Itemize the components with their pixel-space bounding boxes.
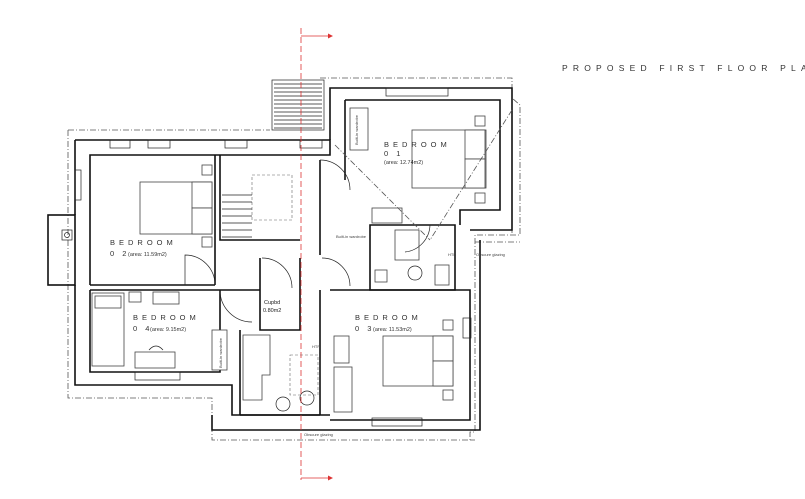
svg-text:0 3: 0 3 xyxy=(355,324,374,333)
room-label-bedroom-04: BEDROOM 0 4 (area: 9.15m2) xyxy=(133,313,200,333)
eaves-line-right xyxy=(320,77,520,243)
section-line xyxy=(300,28,333,481)
room-label-bedroom-02: BEDROOM 0 2 (area: 11.59m2) xyxy=(110,238,177,258)
svg-text:BEDROOM: BEDROOM xyxy=(110,238,177,247)
bed-bedroom-04 xyxy=(91,291,228,371)
bed-bedroom-01 xyxy=(349,107,487,224)
svg-text:Cupbd: Cupbd xyxy=(264,300,280,306)
htr-label: HTR xyxy=(448,252,456,257)
internal-stair xyxy=(222,174,293,238)
svg-text:(area: 11.59m2): (area: 11.59m2) xyxy=(128,252,167,258)
doors xyxy=(184,159,431,323)
svg-text:0.80m2: 0.80m2 xyxy=(263,308,281,314)
roof-hip-lines xyxy=(334,109,513,241)
htr-label-landing: HTR xyxy=(312,344,320,349)
svg-text:0 2: 0 2 xyxy=(110,249,129,258)
bed-bedroom-02 xyxy=(139,164,213,248)
svg-text:BEDROOM: BEDROOM xyxy=(384,140,451,149)
svg-text:BEDROOM: BEDROOM xyxy=(133,313,200,322)
bathroom-fixtures xyxy=(242,229,450,412)
windows xyxy=(74,87,472,427)
bed-bedroom-03 xyxy=(333,319,454,413)
svg-text:BEDROOM: BEDROOM xyxy=(355,313,422,322)
room-label-bedroom-03: BEDROOM 0 3 (area: 11.53m2) xyxy=(355,313,422,333)
drawing-title: PROPOSED FIRST FLOOR PLAN xyxy=(562,63,805,73)
external-stair xyxy=(271,79,325,131)
obscure-glazing-label-bathroom: Obscure glazing xyxy=(304,432,333,437)
svg-text:0 4: 0 4 xyxy=(133,324,152,333)
room-label-bedroom-01: BEDROOM 0 1 (area: 12.74m2) xyxy=(384,140,451,166)
cupboard-label: Cupbd 0.80m2 xyxy=(263,300,281,314)
eaves-line xyxy=(67,97,521,441)
wardrobe-label-bedroom-01: Built-in wardrobe xyxy=(354,114,359,145)
svg-text:0 1: 0 1 xyxy=(384,149,403,158)
obscure-glazing-label: Obscure glazing xyxy=(476,252,505,257)
svg-text:(area: 9.15m2): (area: 9.15m2) xyxy=(150,327,186,333)
svg-text:(area: 11.53m2): (area: 11.53m2) xyxy=(373,327,412,333)
wardrobe-label: Built-in wardrobe xyxy=(336,234,367,239)
svg-text:(area: 12.74m2): (area: 12.74m2) xyxy=(384,160,423,166)
wardrobe-label-bedroom-04: Built-in wardrobe xyxy=(218,337,223,368)
